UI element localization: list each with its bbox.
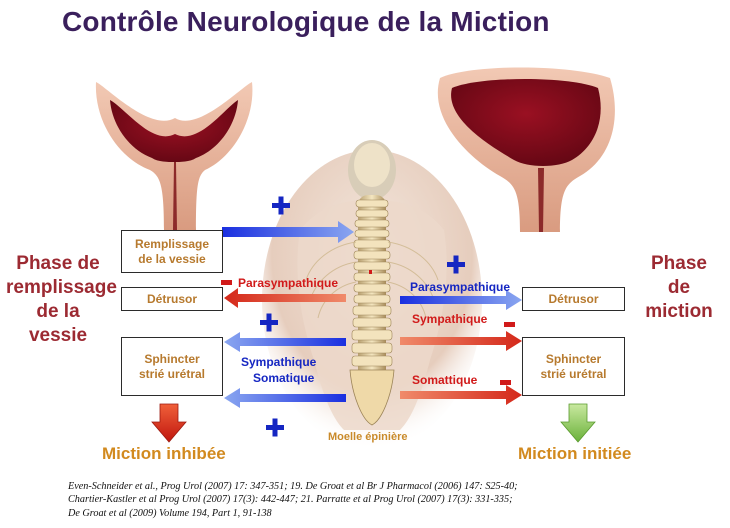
blue-arrow-left-sympathique bbox=[224, 332, 346, 352]
reference-line: Even-Schneider et al., Prog Urol (2007) … bbox=[68, 481, 518, 492]
label-sympathique-right: Sympathique bbox=[412, 312, 488, 326]
box-detrusor-right: Détrusor bbox=[522, 287, 625, 311]
blue-arrow-right-parasympathique bbox=[400, 290, 522, 310]
red-arrow-right-sympathique bbox=[400, 331, 522, 351]
phase-voiding-label: Phase de miction bbox=[645, 253, 713, 322]
bladder-full-illustration bbox=[437, 67, 615, 232]
bladder-empty-illustration bbox=[95, 82, 253, 230]
label-parasympathique-left: Parasympathique bbox=[238, 276, 339, 290]
down-arrow-red bbox=[151, 403, 187, 443]
outcome-inhibited: Miction inhibée bbox=[102, 444, 226, 463]
outcome-initiated: Miction initiée bbox=[518, 444, 632, 463]
references: Even-Schneider et al., Prog Urol (2007) … bbox=[68, 480, 718, 520]
label-somatique-right: Somattique bbox=[412, 373, 478, 387]
minus-sign-sympathique-right bbox=[504, 322, 515, 327]
reference-line: Chartier-Kastler et al Prog Urol (2007) … bbox=[68, 494, 513, 506]
label-parasympathique-right: Parasympathique bbox=[410, 280, 511, 294]
spine-body-illustration bbox=[262, 140, 482, 450]
label-sympathique-left: Sympathique bbox=[241, 355, 317, 369]
box-detrusor-left: Détrusor bbox=[121, 287, 223, 311]
reference-line: De Groat et al (2009) Volume 194, Part 1… bbox=[68, 507, 272, 519]
minus-sign-somatique-right bbox=[500, 380, 511, 385]
label-somatique-left: Somatique bbox=[253, 371, 315, 385]
blue-arrow-left-somatique bbox=[224, 388, 346, 408]
label-spine: Moelle épinière bbox=[328, 431, 408, 443]
red-arrow-right-somatique bbox=[400, 385, 522, 405]
red-arrow-left-parasympathique bbox=[224, 288, 346, 308]
down-arrow-green bbox=[560, 403, 596, 443]
phase-filling-label: Phase de remplissage de la vessie bbox=[6, 253, 117, 346]
page-title: Contrôle Neurologique de la Miction bbox=[62, 6, 550, 37]
blue-arrow-filling-to-spine bbox=[222, 221, 354, 243]
minus-sign-parasympathique-left bbox=[221, 280, 232, 285]
